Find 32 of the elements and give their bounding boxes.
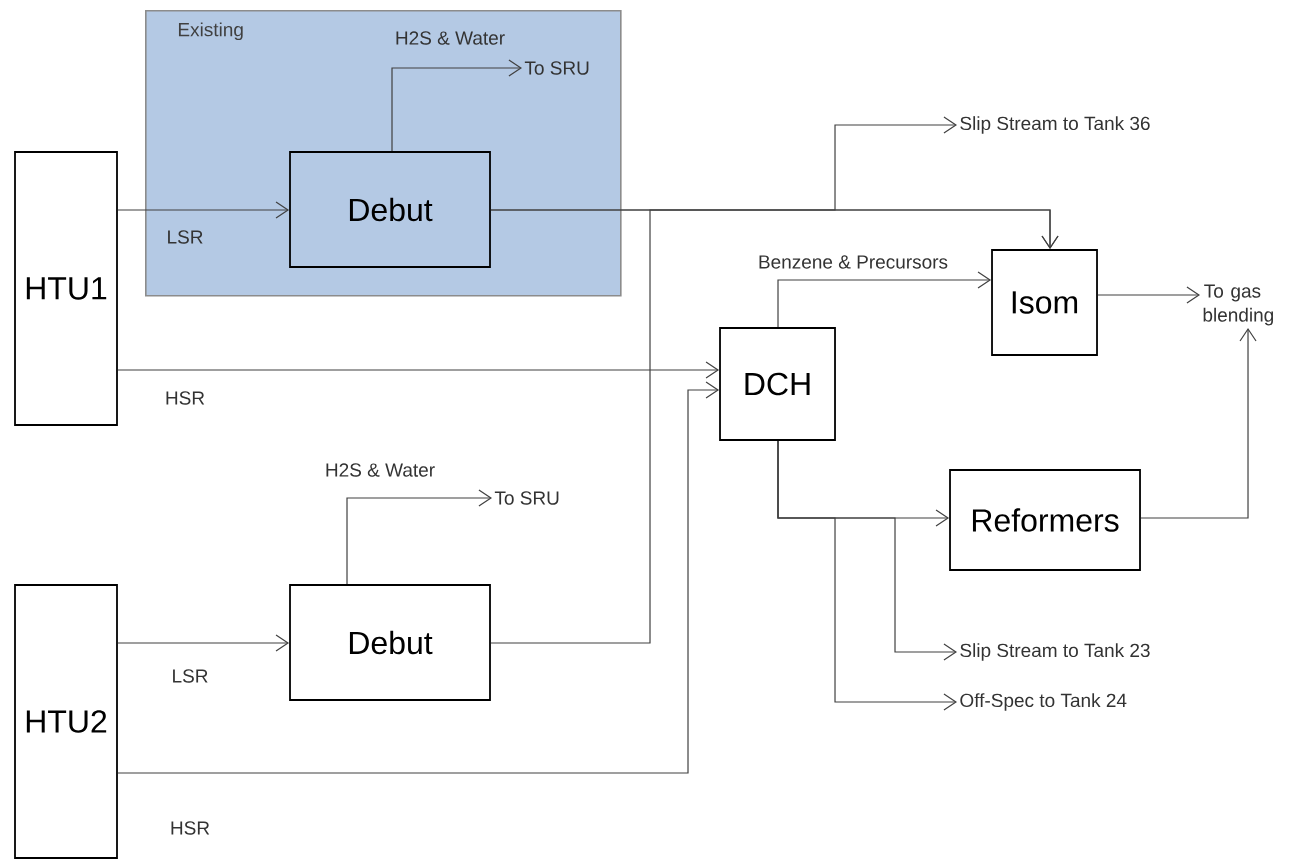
edge-label: H2S & Water bbox=[326, 463, 435, 477]
edge-label: HSR bbox=[171, 821, 210, 835]
process-box: HTU2 bbox=[14, 584, 118, 859]
arrow bbox=[346, 489, 492, 585]
process-box: Isom bbox=[991, 249, 1098, 356]
stream-label: To gas blending bbox=[1203, 284, 1273, 326]
arrow bbox=[490, 116, 957, 211]
arrow bbox=[490, 209, 1059, 644]
stream-label: Slip Stream to Tank 23 bbox=[960, 643, 1150, 661]
process-box: HTU1 bbox=[14, 151, 118, 426]
edge-label: HSR bbox=[166, 391, 205, 405]
process-box: DCH bbox=[719, 327, 836, 441]
arrow bbox=[117, 201, 290, 219]
stream-label: To SRU bbox=[524, 61, 589, 75]
arrow bbox=[1140, 327, 1257, 519]
edge-label: H2S & Water bbox=[396, 31, 505, 45]
arrow bbox=[117, 381, 720, 774]
arrow bbox=[391, 59, 522, 152]
arrow bbox=[777, 271, 992, 328]
edge-label: Benzene & Precursors bbox=[759, 255, 948, 269]
process-box: Debut bbox=[289, 151, 491, 268]
arrow bbox=[1097, 286, 1200, 304]
edge-label: LSR bbox=[168, 230, 203, 244]
process-box: Debut bbox=[289, 584, 491, 701]
stream-label: Off-Spec to Tank 24 bbox=[960, 693, 1127, 711]
arrow bbox=[777, 440, 957, 711]
stream-label: Slip Stream to Tank 36 bbox=[960, 116, 1150, 134]
edge-label: LSR bbox=[173, 669, 208, 683]
arrow bbox=[117, 361, 720, 379]
arrow bbox=[117, 634, 290, 652]
stream-label: To SRU bbox=[494, 491, 559, 505]
process-box: Reformers bbox=[949, 469, 1141, 571]
